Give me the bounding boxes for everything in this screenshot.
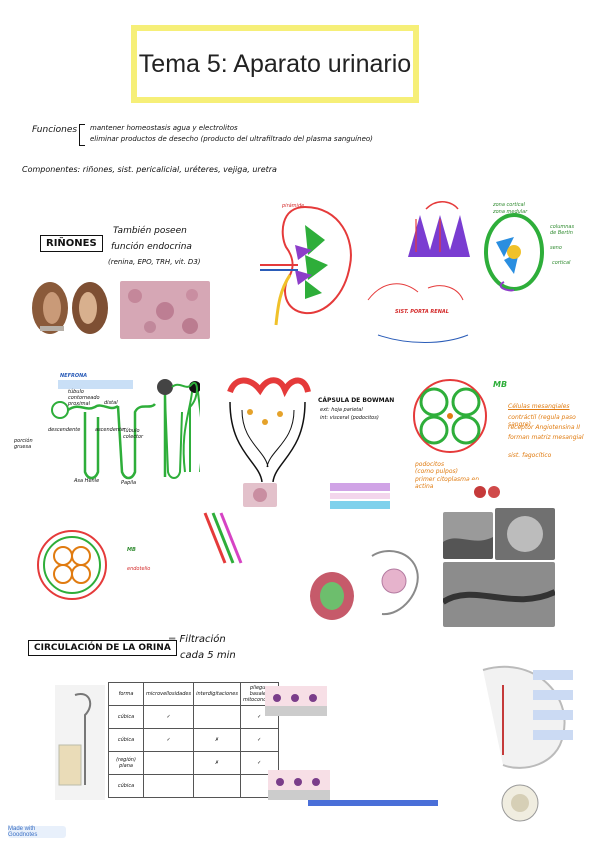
- label-tubulo-proximal: túbulo contorneado proximal: [68, 389, 100, 407]
- table-header: interdigitaciones: [193, 682, 241, 706]
- label-papila: Papila: [121, 480, 137, 486]
- label-ascendente: ascendente: [95, 427, 125, 433]
- mesangial-item: receptor Angiotensina II: [508, 424, 580, 431]
- epithelium-illustration: [268, 770, 330, 800]
- cortex-diagram: [484, 213, 544, 292]
- funciones-item: eliminar productos de desecho (producto …: [90, 135, 373, 143]
- glomerulus-section: [37, 530, 107, 600]
- barrier-diagonal: [203, 512, 243, 564]
- label-podocitos-2: (como pulpos): [415, 468, 458, 475]
- label-seno: seno: [550, 245, 562, 251]
- label-capsula-int: int: visceral (podocitos): [320, 415, 379, 421]
- em-photo: [443, 512, 493, 559]
- rinones-note: (renina, EPO, TRH, vit. D3): [108, 258, 201, 266]
- blue-highlight: [308, 800, 438, 806]
- table-cell: [142, 774, 195, 798]
- table-row: cúbica ✓ ✗ ✓: [108, 728, 279, 752]
- componentes-text: Componentes: riñones, sist. pericalicial…: [22, 165, 277, 174]
- table-cell: cúbica: [108, 705, 144, 729]
- table-cell: ✗: [193, 751, 241, 775]
- table-cell: [142, 751, 195, 775]
- table-cell: ✓: [142, 705, 195, 729]
- epithelium-illustration: [265, 686, 327, 716]
- label-celulas-mesangiales: Células mesangiales: [508, 403, 570, 410]
- label-sist-porta: SIST. PORTA RENAL: [395, 309, 449, 315]
- page-title: Tema 5: Aparato urinario: [131, 25, 419, 103]
- tubule-illustration: [55, 685, 105, 800]
- label-mb-2: MB: [127, 547, 136, 553]
- tubule-table: forma microvellosidades interdigitacione…: [108, 682, 279, 798]
- kidney-anatomy: [482, 665, 573, 769]
- label-nefrona: NEFRONA: [60, 373, 88, 379]
- label-cortical: cortical: [552, 260, 571, 266]
- table-row: cúbica: [108, 774, 279, 798]
- table-cell: ✓: [239, 728, 279, 752]
- table-cell: (región) plana: [108, 751, 144, 775]
- table-cell: cúbica: [108, 774, 144, 798]
- nephron-diagram: [51, 380, 200, 480]
- label-descendente: descendente: [48, 427, 81, 433]
- em-photo: [443, 562, 555, 627]
- table-row: (región) plana ✗ ✓: [108, 751, 279, 775]
- funciones-item: mantener homeostasis agua y electrolitos: [90, 124, 238, 132]
- mesangial-item: forman matriz mesangial: [508, 434, 584, 441]
- ureter-diagram: [501, 784, 539, 822]
- funciones-bracket: [79, 124, 85, 146]
- table-cell: [193, 705, 241, 729]
- histology-small: [243, 483, 277, 507]
- mesangial-item: sist. fagocítico: [508, 452, 552, 459]
- label-podocitos-3: primer citoplasma en actina: [415, 476, 480, 490]
- label-columnas-bertin: columnas de Bertin: [550, 224, 575, 236]
- label-asa-henle: Asa Henle: [74, 478, 100, 484]
- podocyte-photo: [468, 480, 508, 505]
- table-header: forma: [108, 682, 144, 706]
- em-photo: [495, 508, 555, 560]
- table-cell: cúbica: [108, 728, 144, 752]
- label-distal: distal: [104, 400, 118, 406]
- bowman-diagram: [227, 377, 311, 482]
- label-porcion-gruesa: porción gruesa: [14, 438, 33, 450]
- label-mb: MB: [493, 380, 508, 389]
- anatomy-illustration: [302, 536, 432, 626]
- circulacion-heading: CIRCULACIÓN DE LA ORINA: [28, 640, 177, 656]
- glomerulus-diagram: [413, 379, 487, 453]
- rinones-note: función endocrina: [111, 242, 192, 252]
- circulacion-formula: cada 5 min: [180, 650, 236, 661]
- kidney-diagram: [260, 205, 352, 326]
- mesangial-item: contráctil (regula paso sangre): [508, 414, 576, 428]
- label-zona-medular: zona medular: [493, 209, 528, 215]
- histology-photo: [120, 281, 210, 339]
- table-cell: [193, 774, 241, 798]
- table-header: microvellosidades: [142, 682, 195, 706]
- goodnotes-badge: Made with Goodnotes: [8, 826, 66, 838]
- filtration-barrier: [330, 483, 390, 509]
- table-row: cúbica ✓ ✓: [108, 705, 279, 729]
- kidney-photo: [26, 276, 116, 338]
- funciones-label: Funciones: [32, 125, 78, 135]
- label-capsula-ext: ext: hoja parietal: [320, 407, 363, 413]
- label-zona-cortical: zona cortical: [493, 202, 525, 208]
- label-tubulo-colector: Túbulo colector: [123, 428, 144, 440]
- rinones-heading: RIÑONES: [40, 235, 103, 252]
- label-podocitos: podocitos: [415, 461, 445, 468]
- circulacion-formula: = Filtración: [168, 634, 226, 645]
- rinones-note: También poseen: [113, 226, 187, 236]
- nephron-illustration: [157, 379, 198, 479]
- table-cell: ✗: [193, 728, 241, 752]
- table-cell: ✓: [142, 728, 195, 752]
- label-endotelio: endotelio: [127, 566, 151, 572]
- pyramids-diagram: [408, 201, 470, 257]
- portal-flow: [367, 283, 469, 343]
- diagram-label: pirámide: [282, 203, 305, 209]
- label-capsula-bowman: CÁPSULA DE BOWMAN: [318, 397, 395, 404]
